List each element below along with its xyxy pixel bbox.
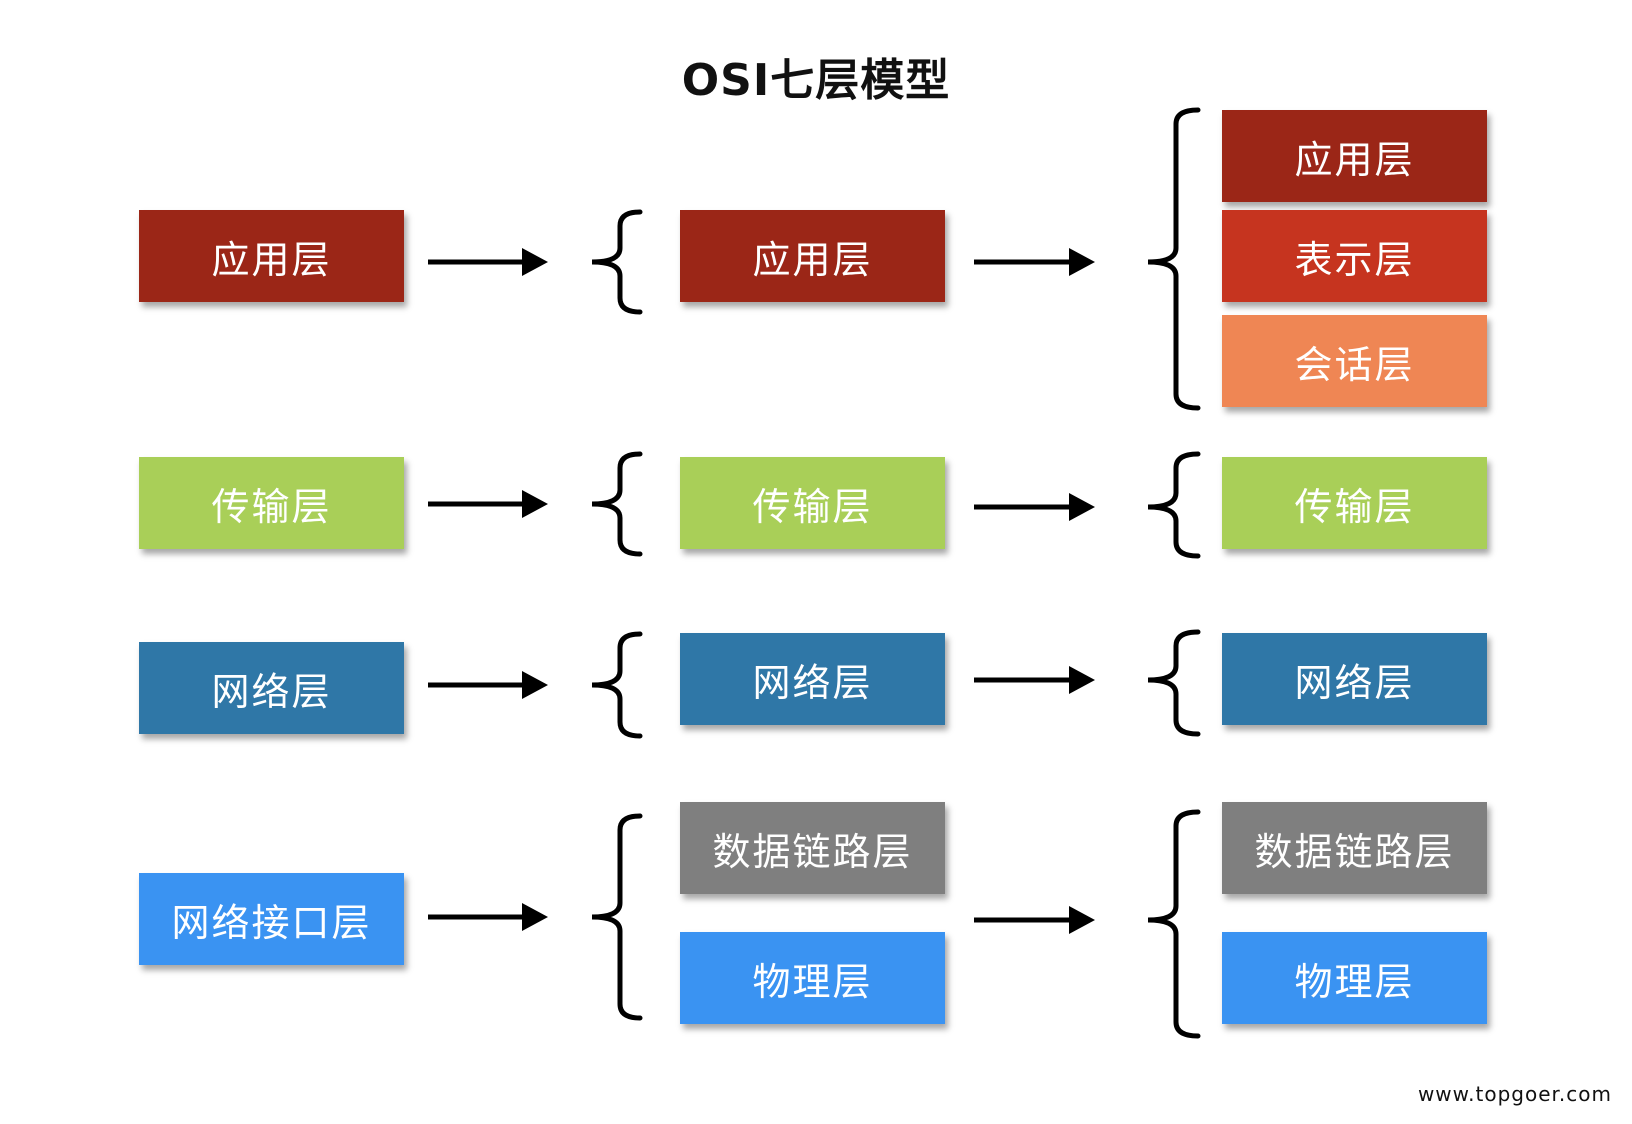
col1-network-layer: 网络层 (139, 642, 404, 734)
brace-icon (591, 631, 643, 739)
arrowhead-icon (1069, 666, 1095, 694)
col3-physical-layer: 物理层 (1222, 932, 1487, 1024)
col1-network-interface-layer: 网络接口层 (139, 873, 404, 965)
col2-datalink-layer: 数据链路层 (680, 802, 945, 894)
col3-datalink-layer: 数据链路层 (1222, 802, 1487, 894)
brace-icon (1147, 451, 1201, 559)
arrowhead-icon (522, 490, 548, 518)
col2-network-layer: 网络层 (680, 633, 945, 725)
brace-icon (591, 209, 643, 315)
col2-application-layer: 应用层 (680, 210, 945, 302)
col1-application-layer: 应用层 (139, 210, 404, 302)
col3-application-layer: 应用层 (1222, 110, 1487, 202)
brace-icon (1147, 629, 1201, 737)
col2-transport-layer: 传输层 (680, 457, 945, 549)
col3-session-layer: 会话层 (1222, 315, 1487, 407)
footer-url: www.topgoer.com (1417, 1082, 1612, 1106)
arrowhead-icon (1069, 248, 1095, 276)
col3-transport-layer: 传输层 (1222, 457, 1487, 549)
brace-icon (1147, 107, 1201, 411)
arrowhead-icon (522, 903, 548, 931)
brace-icon (1147, 809, 1201, 1039)
arrowhead-icon (1069, 493, 1095, 521)
col1-transport-layer: 传输层 (139, 457, 404, 549)
arrowhead-icon (522, 248, 548, 276)
arrowhead-icon (1069, 906, 1095, 934)
col3-presentation-layer: 表示层 (1222, 210, 1487, 302)
diagram-title: OSI七层模型 (681, 55, 951, 106)
brace-icon (591, 451, 643, 557)
arrowhead-icon (522, 671, 548, 699)
brace-icon (591, 813, 643, 1021)
col2-physical-layer: 物理层 (680, 932, 945, 1024)
col3-network-layer: 网络层 (1222, 633, 1487, 725)
